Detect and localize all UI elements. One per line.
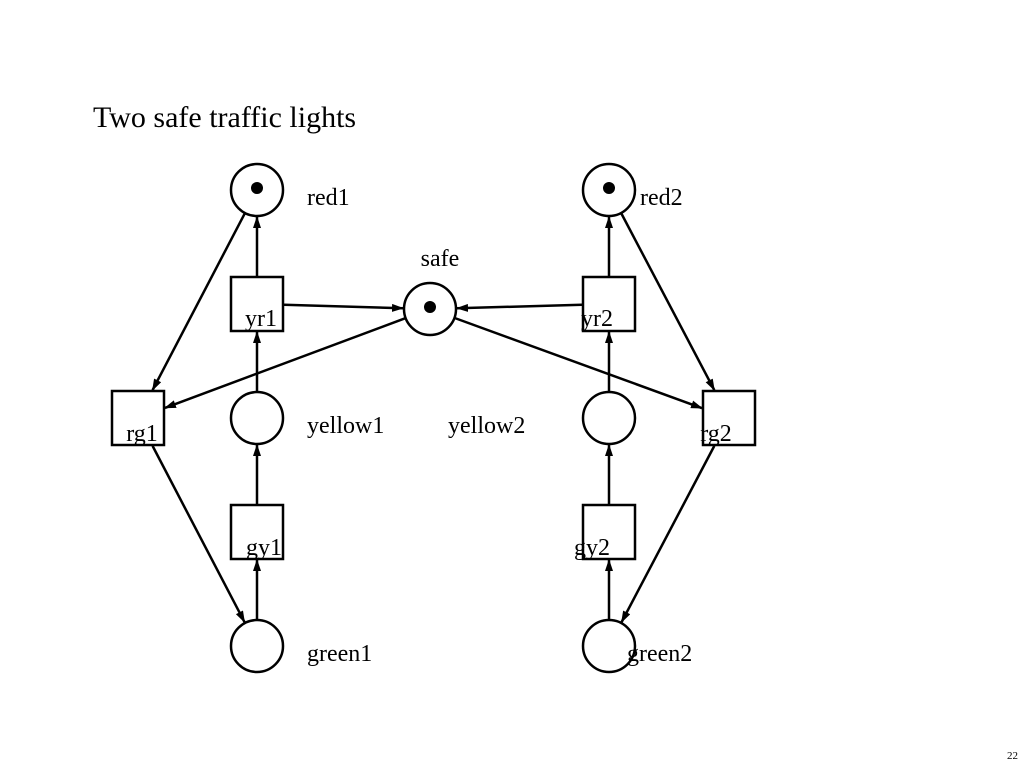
arc-red1-to-rg1 bbox=[151, 213, 246, 392]
token bbox=[251, 182, 263, 194]
token bbox=[603, 182, 615, 194]
place-label: red2 bbox=[640, 185, 683, 211]
place-circle bbox=[581, 390, 637, 446]
transition-rg1: rg1 bbox=[110, 389, 166, 447]
arc-safe-to-rg2 bbox=[454, 317, 704, 410]
transition-label: gy1 bbox=[246, 535, 282, 561]
transition-gy1: gy1 bbox=[229, 503, 285, 561]
place-label: safe bbox=[421, 246, 460, 272]
place-label: red1 bbox=[307, 185, 350, 211]
slide-title: Two safe traffic lights bbox=[93, 101, 357, 134]
arc-red2-to-rg2 bbox=[620, 213, 716, 391]
nodes-layer: red1 yellow1 green1 safe red2 yellow2 green2 rg… bbox=[110, 162, 757, 674]
transition-yr2: yr2 bbox=[581, 275, 637, 333]
place-circle bbox=[581, 618, 637, 674]
transition-box bbox=[701, 389, 757, 447]
arc-rg1-to-green1 bbox=[151, 445, 246, 623]
transition-box bbox=[581, 275, 637, 333]
place-circle bbox=[229, 618, 285, 674]
arcs-layer bbox=[151, 213, 716, 623]
transition-label: gy2 bbox=[574, 535, 610, 561]
place-safe: safe bbox=[402, 246, 460, 337]
place-label: green1 bbox=[307, 641, 372, 667]
transition-label: yr1 bbox=[245, 306, 277, 332]
arc-rg2-to-green2 bbox=[620, 445, 716, 623]
place-yellow2: yellow2 bbox=[448, 390, 637, 446]
transition-label: rg1 bbox=[126, 421, 158, 447]
token bbox=[424, 301, 436, 313]
arc-safe-to-rg1 bbox=[164, 317, 406, 410]
transition-box bbox=[110, 389, 166, 447]
transition-rg2: rg2 bbox=[700, 389, 757, 447]
page-number: 22 bbox=[1007, 750, 1018, 762]
place-red2: red2 bbox=[581, 162, 683, 218]
place-label: yellow2 bbox=[448, 413, 525, 439]
arc-yr1-to-safe bbox=[283, 303, 405, 312]
transition-label: yr2 bbox=[581, 306, 613, 332]
transition-box bbox=[229, 275, 285, 333]
place-yellow1: yellow1 bbox=[229, 390, 384, 446]
place-green1: green1 bbox=[229, 618, 372, 674]
transition-box bbox=[229, 503, 285, 561]
place-green2: green2 bbox=[581, 618, 692, 674]
place-red1: red1 bbox=[229, 162, 350, 218]
transition-box bbox=[581, 503, 637, 561]
place-circle bbox=[229, 390, 285, 446]
arc-yr2-to-safe bbox=[455, 303, 583, 312]
place-label: yellow1 bbox=[307, 413, 384, 439]
transition-gy2: gy2 bbox=[574, 503, 637, 561]
transition-label: rg2 bbox=[700, 421, 732, 447]
transition-yr1: yr1 bbox=[229, 275, 285, 333]
place-label: green2 bbox=[627, 641, 692, 667]
